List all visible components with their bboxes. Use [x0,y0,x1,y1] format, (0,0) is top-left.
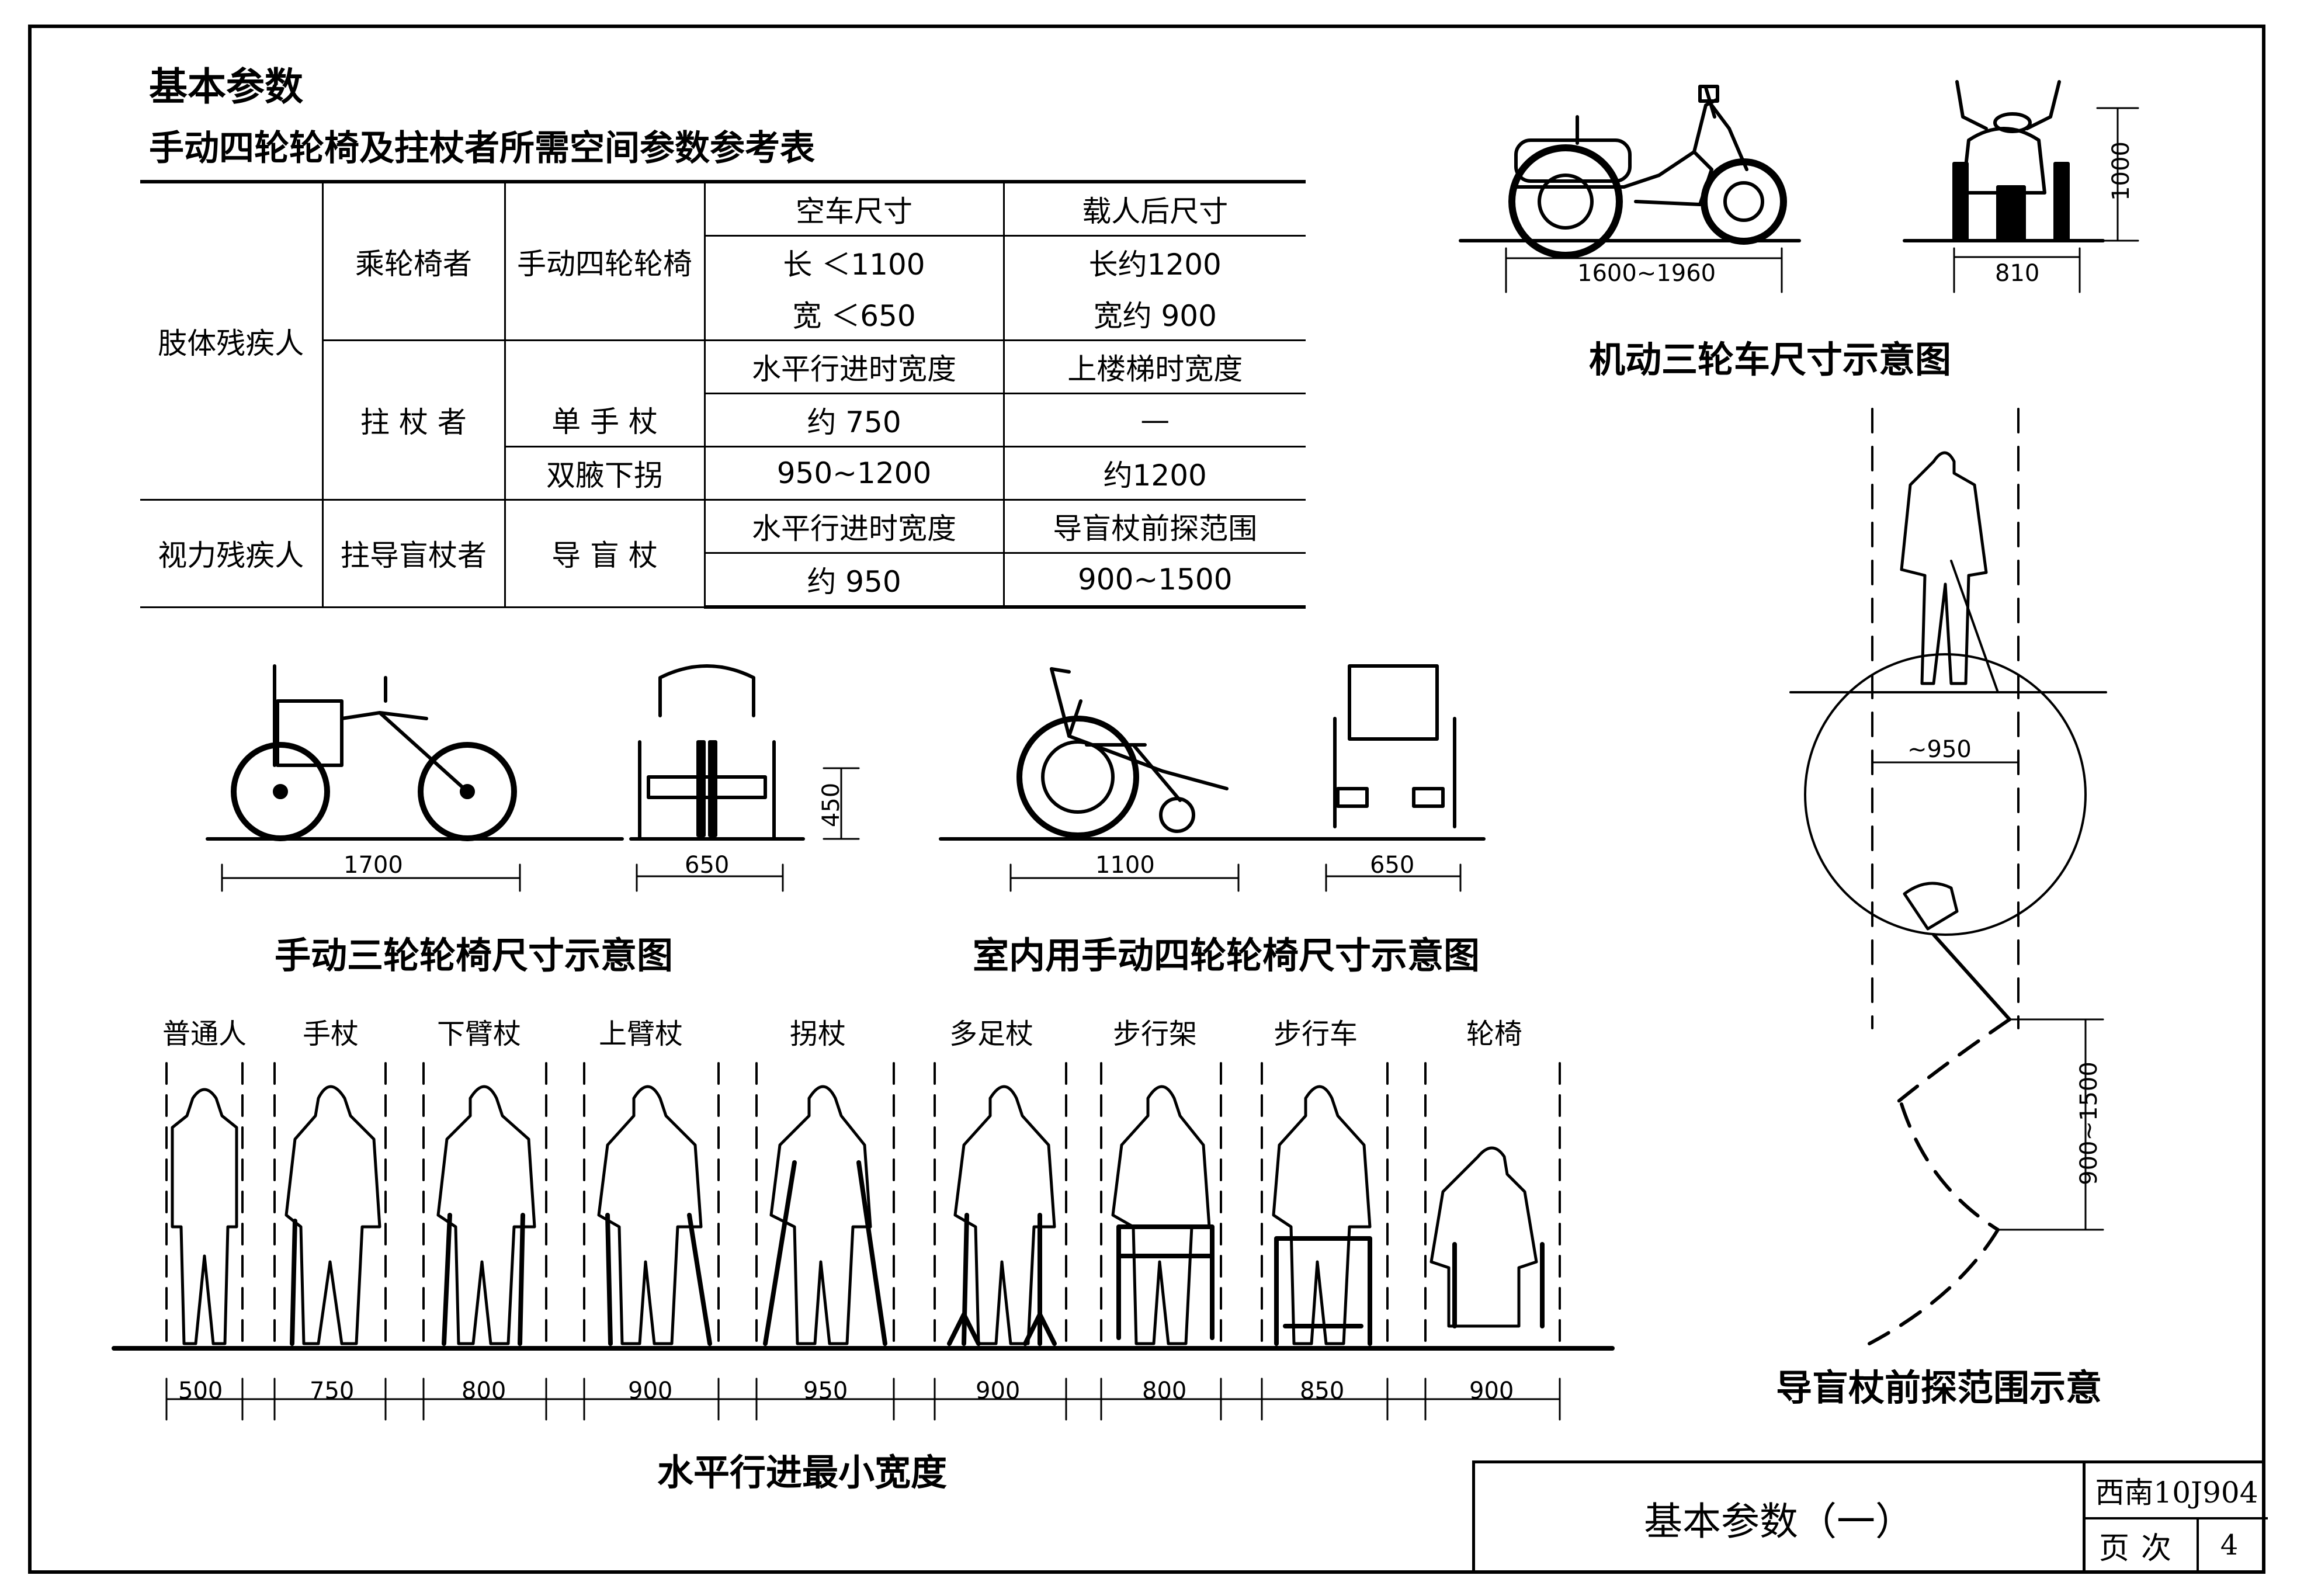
motor-tricycle-front-illustration [1903,80,2139,293]
title-block: 基本参数（一） 西南10J904 页次 4 [1472,1460,2268,1573]
walk-label-cane: 手杖 [303,1018,359,1050]
cell-loaded-size: 载人后尺寸 [1002,180,1306,237]
motor-tricycle-width-dim: 810 [1995,260,2040,287]
blind-cane-illustration [1789,408,2107,1345]
cell-blind-range: 900~1500 [1002,552,1306,609]
cell-visual-disabled: 视力残疾人 [140,499,324,608]
cell-empty-length: 长 ＜1100 [703,235,1005,288]
walk-label-wheelchair: 轮椅 [1466,1018,1523,1050]
walk-label-forearm-crutch: 下臂杖 [437,1018,522,1050]
walk-dim-quad-cane: 900 [976,1378,1021,1404]
walking-aids-illustration [112,1062,1615,1421]
cell-horizontal-width2: 水平行进时宽度 [703,499,1005,554]
cell-loaded-length: 长约1200 [1002,235,1306,288]
indoor-wheelchair-length-dim: 1100 [1095,852,1155,879]
walking-caption: 水平行进最小宽度 [657,1451,948,1494]
cell-limb-disabled: 肢体残疾人 [140,180,324,501]
manual-tricycle-width-dim: 650 [685,852,730,879]
manual-tricycle-illustration [206,664,860,892]
blind-caption: 导盲杖前探范围示意 [1776,1366,2102,1409]
cell-empty-size: 空车尺寸 [703,180,1005,237]
indoor-wheelchair-width-dim: 650 [1370,852,1415,879]
walk-dim-upper-crutch: 900 [628,1378,673,1404]
cell-empty-width: 宽 ＜650 [703,288,1005,341]
cell-double-crutch: 双腋下拐 [504,446,706,501]
walk-dim-normal: 500 [178,1378,223,1404]
manual-tricycle-height-dim: 450 [818,782,845,828]
cell-single-cane: 单 手 杖 [504,393,706,447]
cell-double-crutch-h: 950~1200 [703,446,1005,501]
walk-dim-forearm-crutch: 800 [462,1378,506,1404]
blind-range-dim: 900~1500 [2075,1061,2102,1185]
cell-loaded-width: 宽约 900 [1002,288,1306,341]
title-block-page-label: 页次 [2083,1517,2199,1573]
manual-tricycle-length-dim: 1700 [343,852,403,879]
walk-dim-crutch: 950 [803,1378,848,1404]
walk-dim-wheelchair: 900 [1469,1378,1514,1404]
walk-label-normal: 普通人 [162,1018,247,1050]
cell-blind-cane: 导 盲 杖 [504,499,706,608]
motor-tricycle-length-dim: 1600~1960 [1577,260,1716,287]
indoor-wheelchair-caption: 室内用手动四轮轮椅尺寸示意图 [973,934,1480,977]
cell-manual-wheelchair: 手动四轮轮椅 [504,180,706,341]
walk-dim-cane: 750 [310,1378,355,1404]
cell-blind-cane-user: 拄导盲杖者 [321,499,506,608]
page-heading: 基本参数 [149,64,303,109]
parameter-table: 肢体残疾人 乘轮椅者 手动四轮轮椅 空车尺寸 载人后尺寸 长 ＜1100 长约1… [140,180,1306,609]
title-block-code: 西南10J904 [2083,1463,2268,1519]
cell-blind-h: 约 950 [703,552,1005,609]
manual-tricycle-caption: 手动三轮轮椅尺寸示意图 [275,934,674,977]
motor-tricycle-caption: 机动三轮车尺寸示意图 [1589,338,1952,381]
walk-label-upper-crutch: 上臂杖 [599,1018,683,1050]
walk-label-rollator: 步行车 [1274,1018,1358,1050]
cell-crutch-user: 拄 杖 者 [321,339,506,501]
blind-width-dim: ~950 [1907,736,1972,763]
walk-label-quad-cane: 多足杖 [949,1018,1034,1050]
cell-stairs-width: 上楼梯时宽度 [1002,339,1306,394]
cell-probe-range: 导盲杖前探范围 [1002,499,1306,554]
walk-dim-walker: 800 [1142,1378,1187,1404]
title-block-page-number: 4 [2220,1529,2239,1562]
walk-label-walker: 步行架 [1113,1018,1198,1050]
table-title: 手动四轮轮椅及拄杖者所需空间参数参考表 [149,128,815,169]
cell-double-crutch-s: 约1200 [1002,446,1306,501]
walk-label-crutch: 拐杖 [790,1018,846,1050]
cell-blank [504,339,706,394]
motor-tricycle-illustration [1459,85,1801,293]
cell-horizontal-width: 水平行进时宽度 [703,339,1005,394]
indoor-wheelchair-illustration [939,664,1486,892]
cell-single-cane-s: — [1002,393,1306,447]
drawing-frame [28,25,2265,1574]
motor-tricycle-height-dim: 1000 [2107,141,2135,201]
cell-wheelchair-user: 乘轮椅者 [321,180,506,341]
cell-single-cane-h: 约 750 [703,393,1005,447]
title-block-title: 基本参数（一） [1644,1499,1914,1544]
walk-dim-rollator: 850 [1300,1378,1345,1404]
